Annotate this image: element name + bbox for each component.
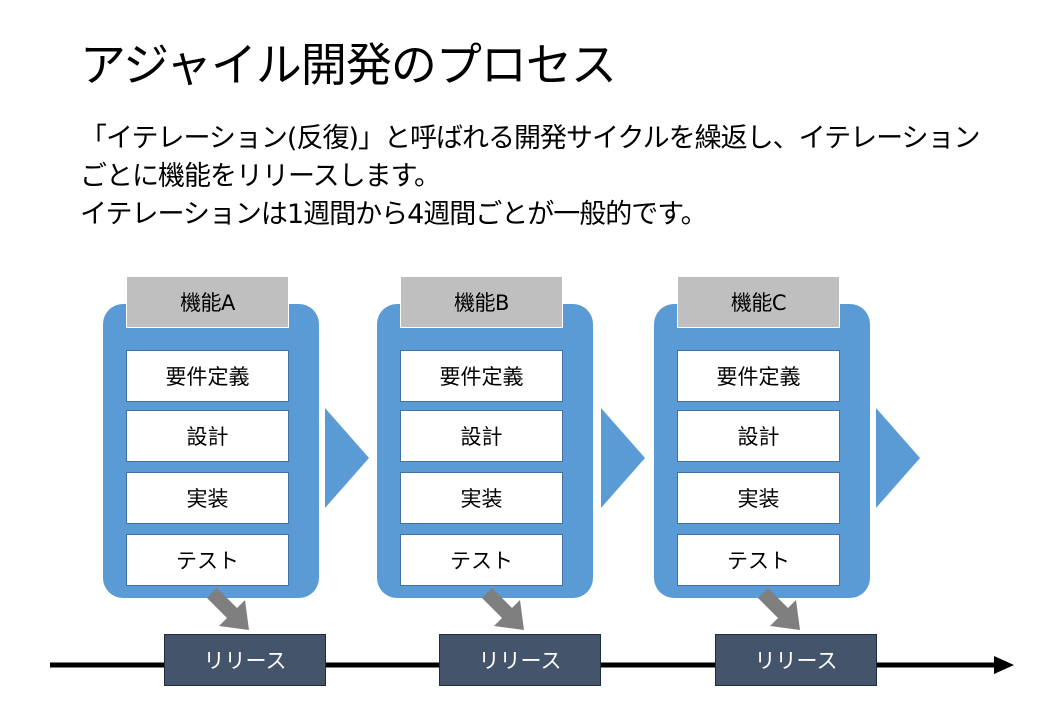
step-test: テスト (400, 534, 563, 586)
step-design: 設計 (400, 410, 563, 462)
description-line-2: ごとに機能をリリースします。 (80, 161, 441, 192)
feature-label: 機能C (677, 276, 840, 328)
release-box: リリース (164, 634, 326, 686)
step-requirements: 要件定義 (126, 350, 289, 402)
step-test: テスト (126, 534, 289, 586)
iteration-b: 機能B 要件定義 設計 実装 テスト (377, 276, 593, 598)
release-down-arrow (207, 588, 249, 630)
description: 「イテレーション(反復)」と呼ばれる開発サイクルを繰返し、イテレーション ごとに… (80, 120, 1020, 234)
step-design: 設計 (126, 410, 289, 462)
feature-label: 機能B (400, 276, 563, 328)
description-line-1: 「イテレーション(反復)」と呼ばれる開発サイクルを繰返し、イテレーション (80, 123, 981, 154)
next-iteration-arrow (325, 408, 369, 508)
release-box: リリース (439, 634, 601, 686)
step-requirements: 要件定義 (677, 350, 840, 402)
step-implementation: 実装 (400, 472, 563, 524)
release-box: リリース (715, 634, 877, 686)
iteration-c: 機能C 要件定義 設計 実装 テスト (654, 276, 870, 598)
page-title: アジャイル開発のプロセス (80, 38, 617, 92)
iteration-a: 機能A 要件定義 設計 実装 テスト (103, 276, 319, 598)
next-iteration-arrow (876, 408, 920, 508)
step-requirements: 要件定義 (400, 350, 563, 402)
release-down-arrow (758, 588, 800, 630)
description-line-3: イテレーションは1週間から4週間ごとが一般的です。 (80, 199, 708, 230)
step-design: 設計 (677, 410, 840, 462)
step-implementation: 実装 (126, 472, 289, 524)
feature-label: 機能A (126, 276, 289, 328)
next-iteration-arrow (601, 408, 645, 508)
release-down-arrow (482, 588, 524, 630)
step-test: テスト (677, 534, 840, 586)
step-implementation: 実装 (677, 472, 840, 524)
